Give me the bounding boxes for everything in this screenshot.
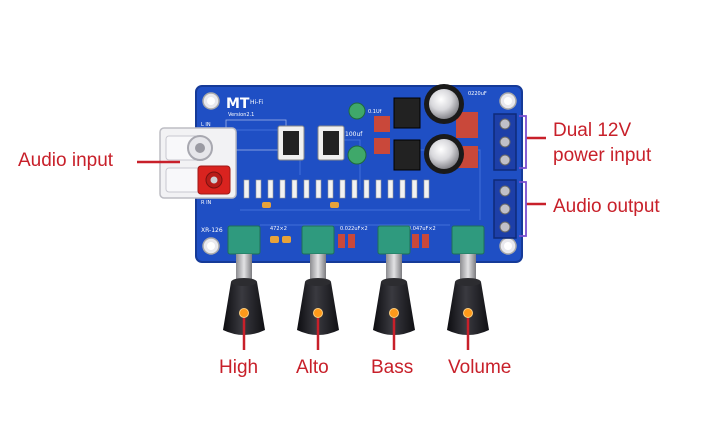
- board-0047-text: 0.047uF×2: [408, 226, 436, 232]
- high-label: High: [219, 357, 259, 378]
- bass-indicator-dot: [389, 308, 399, 318]
- small-capacitors: [347, 102, 390, 165]
- audio-output-label: Audio output: [553, 196, 660, 217]
- resistor-row: [243, 179, 430, 248]
- dual-power-label: Dual 12V power input: [553, 120, 652, 166]
- board-472-text: 472×2: [270, 226, 287, 232]
- board-hifi-text: Hi-Fi: [250, 99, 263, 106]
- rca-input-jacks: [159, 127, 237, 199]
- knob-volume: [447, 278, 489, 335]
- board-0022-text: 0.022uF×2: [340, 226, 368, 232]
- knob-alto: [297, 278, 339, 335]
- high-indicator-dot: [239, 308, 249, 318]
- board-silkscreen: MT Hi-Fi Version2.1 XR-126 L IN R IN 100…: [201, 91, 487, 234]
- alto-indicator-dot: [313, 308, 323, 318]
- ic-chips: [277, 125, 345, 161]
- board-version-text: Version2.1: [228, 112, 254, 118]
- volume-label: Volume: [448, 357, 512, 378]
- audio-input-label: Audio input: [18, 150, 114, 171]
- board-100uf-text: 100uf: [345, 131, 363, 138]
- board-logo: MT: [226, 96, 250, 112]
- volume-indicator-dot: [463, 308, 473, 318]
- callouts: [137, 136, 546, 350]
- board-l-in-text: L IN: [201, 122, 211, 128]
- board-0220uf-text: 0220uF: [468, 91, 487, 97]
- large-capacitors: [424, 84, 464, 174]
- board-0-1uf-text: 0.1Uf: [368, 109, 382, 115]
- bass-label: Bass: [371, 357, 414, 378]
- board-r-in-text: R IN: [201, 200, 212, 206]
- knob-high: [223, 278, 265, 335]
- potentiometers: [227, 225, 485, 284]
- board-model-text: XR-126: [201, 227, 223, 234]
- terminal-brackets: [519, 115, 527, 237]
- output-terminal: [493, 179, 517, 239]
- alto-label: Alto: [296, 357, 329, 378]
- knob-bass: [373, 278, 415, 335]
- power-terminal: [493, 113, 517, 171]
